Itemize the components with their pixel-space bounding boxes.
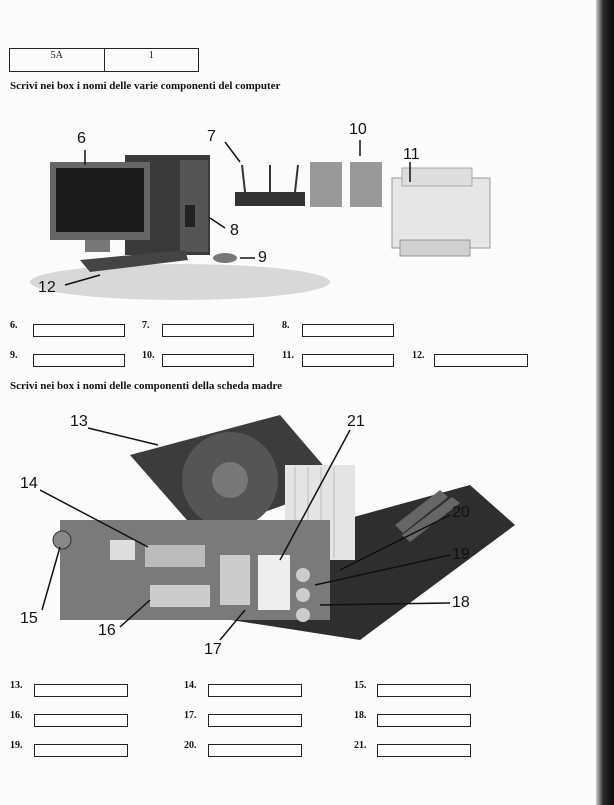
- answer-box-6[interactable]: [33, 324, 125, 337]
- answer-box-7[interactable]: [162, 324, 254, 337]
- label-18: 18.: [354, 710, 367, 721]
- label-15: 15.: [354, 680, 367, 691]
- callout-18: 18: [452, 594, 470, 611]
- callout-17: 17: [204, 641, 222, 658]
- callout-10: 10: [349, 121, 367, 138]
- callout-14: 14: [20, 475, 38, 492]
- callout-12: 12: [38, 279, 56, 296]
- answer-box-20[interactable]: [208, 744, 302, 757]
- answer-box-19[interactable]: [34, 744, 128, 757]
- callout-16: 16: [98, 622, 116, 639]
- callout-13: 13: [70, 413, 88, 430]
- callout-15: 15: [20, 610, 38, 627]
- label-6: 6.: [10, 320, 18, 331]
- header-table: 5A 1: [9, 48, 199, 72]
- callout-6: 6: [77, 130, 86, 147]
- answer-box-13[interactable]: [34, 684, 128, 697]
- answer-box-11[interactable]: [302, 354, 394, 367]
- worksheet-page: 5A 1 Scrivi nei box i nomi delle varie c…: [9, 48, 528, 757]
- callout-21: 21: [347, 413, 365, 430]
- label-9: 9.: [10, 350, 18, 361]
- callout-7: 7: [207, 128, 216, 145]
- label-7: 7.: [142, 320, 150, 331]
- answer-box-8[interactable]: [302, 324, 394, 337]
- answer-box-16[interactable]: [34, 714, 128, 727]
- label-16: 16.: [10, 710, 23, 721]
- label-13: 13.: [10, 680, 23, 691]
- answer-box-18[interactable]: [377, 714, 471, 727]
- label-10: 10.: [142, 350, 155, 361]
- answer-box-15[interactable]: [377, 684, 471, 697]
- computer-illustration: [30, 140, 491, 300]
- page-edge-shadow: [596, 0, 614, 805]
- label-20: 20.: [184, 740, 197, 751]
- class-cell: 5A: [10, 49, 105, 71]
- label-14: 14.: [184, 680, 197, 691]
- label-17: 17.: [184, 710, 197, 721]
- answer-box-10[interactable]: [162, 354, 254, 367]
- label-11: 11.: [282, 350, 294, 361]
- label-12: 12.: [412, 350, 425, 361]
- instruction-motherboard: Scrivi nei box i nomi delle componenti d…: [10, 380, 283, 392]
- answer-box-14[interactable]: [208, 684, 302, 697]
- label-8: 8.: [282, 320, 290, 331]
- answer-box-21[interactable]: [377, 744, 471, 757]
- answer-box-12[interactable]: [434, 354, 528, 367]
- page-cell: 1: [148, 50, 154, 61]
- answer-box-9[interactable]: [33, 354, 125, 367]
- callout-11: 11: [403, 146, 420, 163]
- label-21: 21.: [354, 740, 367, 751]
- label-19: 19.: [10, 740, 23, 751]
- answer-box-17[interactable]: [208, 714, 302, 727]
- callout-9: 9: [258, 249, 267, 266]
- callout-19: 19: [452, 546, 470, 563]
- callout-8: 8: [230, 222, 239, 239]
- callout-20: 20: [452, 504, 470, 521]
- motherboard-illustration: [40, 415, 515, 641]
- instruction-computer: Scrivi nei box i nomi delle varie compon…: [10, 80, 281, 92]
